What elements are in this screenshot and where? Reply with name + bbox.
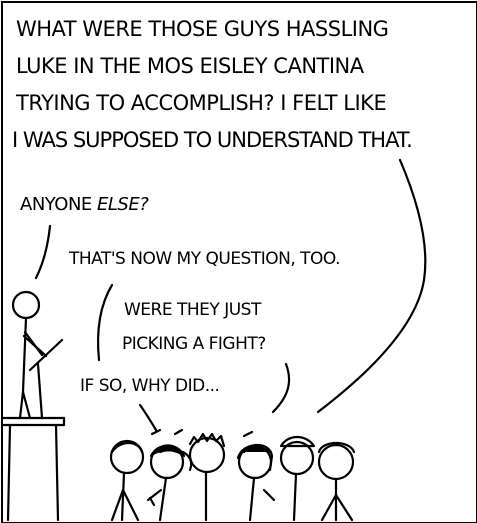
- podium: [0, 338, 66, 522]
- speech-if-so: IF SO, WHY DID...: [80, 376, 220, 396]
- chatter-mark-3: [242, 430, 254, 438]
- speech-top-line-1: WHAT WERE THOSE GUYS HASSLING: [16, 17, 389, 41]
- speech-tail-if-so: [138, 403, 158, 432]
- speech-top-line-4: I WAS SUPPOSED TO UNDERSTAND THAT.: [12, 128, 413, 152]
- speech-question: THAT'S NOW MY QUESTION, TOO.: [69, 249, 341, 269]
- speaker-head: [11, 290, 41, 320]
- speech-tail-top: [316, 158, 427, 414]
- speech-tail-fight: [271, 362, 291, 414]
- speech-tail-anyone: [34, 224, 52, 280]
- audience-figure-4: [236, 443, 276, 522]
- speech-top-line-2: LUKE IN THE MOS EISLEY CANTINA: [16, 54, 364, 78]
- speech-fight-line-1: WERE THEY JUST: [124, 300, 261, 320]
- speech-fight-line-2: PICKING A FIGHT?: [122, 334, 266, 354]
- speaker-figure: [11, 290, 48, 420]
- audience-figure-5: [279, 435, 316, 522]
- chatter-mark-1: [150, 428, 162, 436]
- audience-figure-6: [317, 441, 356, 522]
- audience-figure-3: [188, 432, 226, 522]
- chatter-mark-2: [173, 428, 184, 436]
- speech-anyone-else: ANYONE ELSE?: [20, 194, 149, 215]
- audience-figure-2: [146, 444, 193, 522]
- speech-anyone-emphasis: ELSE?: [97, 194, 149, 215]
- speech-anyone-prefix: ANYONE: [20, 194, 98, 215]
- speech-tail-question: [96, 283, 114, 362]
- speech-top-line-3: TRYING TO ACCOMPLISH? I FELT LIKE: [16, 91, 387, 115]
- audience-figure-1: [109, 439, 145, 522]
